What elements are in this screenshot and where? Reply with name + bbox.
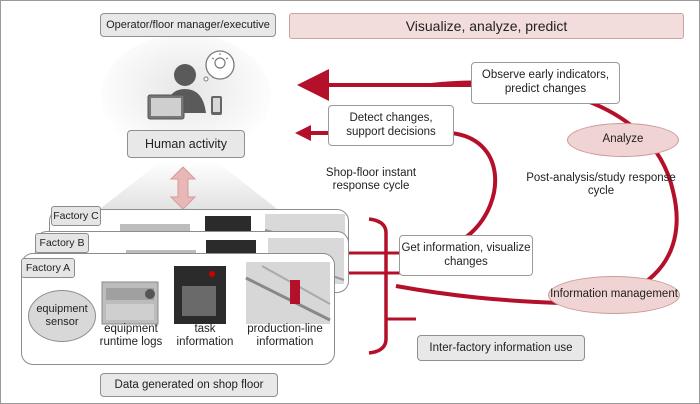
detect-box: Detect changes, support decisions <box>328 105 454 146</box>
equipment-icon <box>101 281 159 325</box>
task-info-label: task information <box>176 323 234 349</box>
task-icon <box>174 266 226 324</box>
factory-a-tag: Factory A <box>21 258 75 278</box>
observe-box: Observe early indicators, predict change… <box>471 62 620 104</box>
inter-factory-label: Inter-factory information use <box>417 335 585 361</box>
factory-bracket <box>368 217 388 355</box>
instant-cycle-arrowhead <box>295 125 311 141</box>
shop-floor-data-label: Data generated on shop floor <box>100 373 278 397</box>
factory-c-tag: Factory C <box>51 206 101 226</box>
info-management-oval: Information management <box>548 276 680 314</box>
equipment-sensor-oval: equipment sensor <box>28 290 96 342</box>
banner-title: Visualize, analyze, predict <box>289 13 684 39</box>
human-figure-icon <box>147 64 222 120</box>
factory-a-scene <box>101 262 331 325</box>
post-cycle-arrowhead <box>299 77 315 93</box>
factory-b-tag: Factory B <box>35 233 89 253</box>
production-info-label: production-line information <box>247 323 323 349</box>
post-cycle-label: Post-analysis/study response cycle <box>526 172 676 198</box>
audience-label: Operator/floor manager/executive <box>100 13 276 37</box>
production-line-icon <box>245 262 331 324</box>
human-activity-label: Human activity <box>127 130 245 158</box>
instant-cycle-label: Shop-floor instant response cycle <box>325 167 417 193</box>
get-info-box: Get information, visualize changes <box>399 235 533 276</box>
analyze-oval: Analyze <box>567 123 679 157</box>
runtime-logs-label: equipment runtime logs <box>99 323 163 349</box>
idea-bulb-icon <box>203 50 235 82</box>
